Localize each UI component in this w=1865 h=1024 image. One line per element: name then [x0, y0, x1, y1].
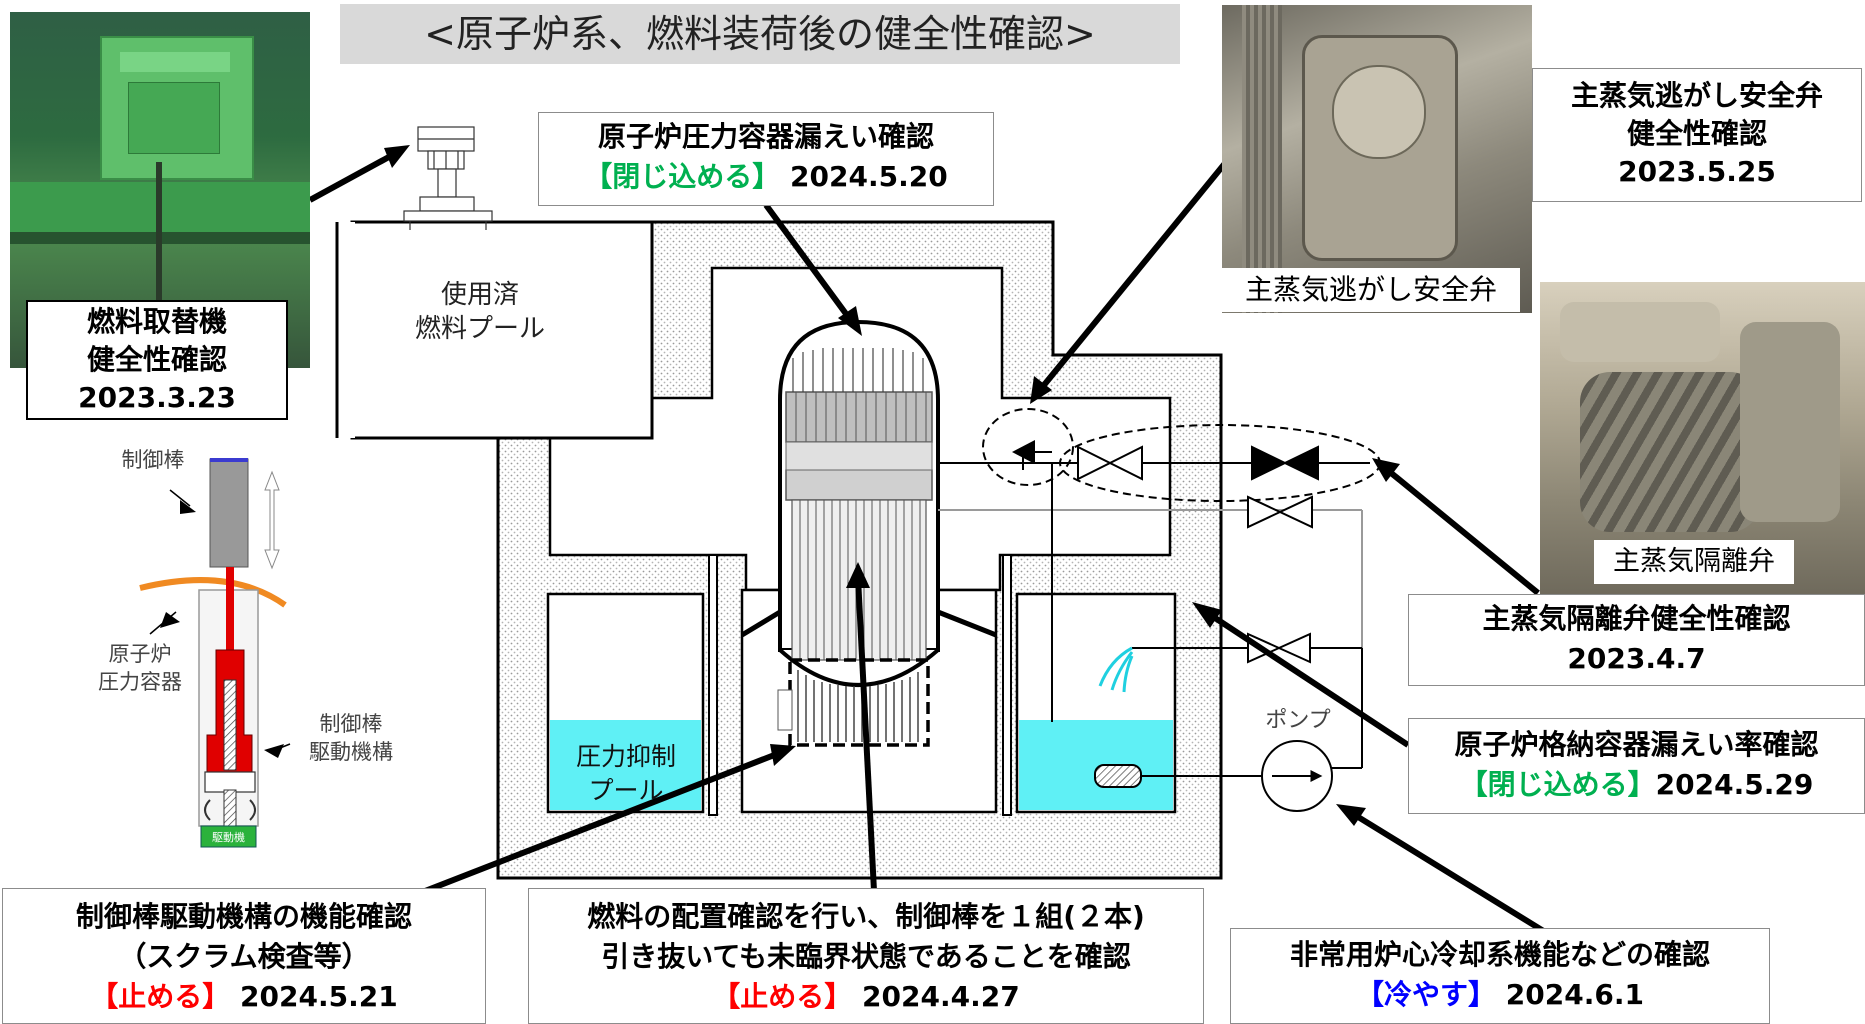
suppression-chamber-left-wall [708, 554, 718, 816]
callout-pcv-leak-line1: 原子炉格納容器漏えい率確認 [1454, 728, 1819, 761]
drive-unit-green [200, 825, 257, 848]
callout-rpv-leak: 原子炉圧力容器漏えい確認 【閉じ込める】 2024.5.20 [538, 112, 994, 206]
callout-pcv-leak-line2: 【閉じ込める】2024.5.29 [1409, 765, 1864, 805]
spent-fuel-pool-label-line2: 燃料プール [414, 314, 545, 344]
rpv-wall-arc [139, 577, 287, 608]
callout-eccs-line1: 非常用炉心冷却系機能などの確認 [1289, 938, 1710, 971]
rpv-detail-label-line1: 原子炉 [108, 642, 172, 666]
callout-fuel-machine: 燃料取替機 健全性確認 2023.3.23 [26, 300, 288, 420]
callout-eccs: 非常用炉心冷却系機能などの確認 【冷やす】 2024.6.1 [1230, 928, 1770, 1024]
callout-fuel-config-line3: 【止める】 2024.4.27 [529, 977, 1203, 1017]
callout-msiv-line1: 主蒸気隔離弁健全性確認 [1482, 602, 1791, 635]
callout-fuel-machine-line2: 健全性確認 [86, 343, 227, 376]
callout-fuel-config-tag: 【止める】 [712, 980, 853, 1013]
msiv-outboard-valve [1251, 445, 1319, 481]
suction-strainer [1094, 764, 1142, 788]
callout-crd-tag: 【止める】 [90, 980, 231, 1013]
callout-rpv-leak-date: 2024.5.20 [790, 160, 948, 193]
rpv-detail-label: 原子炉 圧力容器 [90, 640, 190, 696]
callout-srv-line2: 健全性確認 [1626, 117, 1767, 150]
drive-unit-label: 駆動機 [212, 831, 245, 844]
suppression-pool-label-line1: 圧力抑制 [575, 742, 676, 771]
callout-pcv-leak: 原子炉格納容器漏えい率確認 【閉じ込める】2024.5.29 [1408, 718, 1865, 814]
callout-srv-date: 2023.5.25 [1618, 155, 1776, 188]
callout-fuel-machine-line1: 燃料取替機 [86, 305, 227, 338]
page-title-banner: <原子炉系、燃料装荷後の健全性確認> [340, 4, 1180, 64]
rpv-detail-label-line2: 圧力容器 [98, 670, 182, 694]
callout-msiv: 主蒸気隔離弁健全性確認 2023.4.7 [1408, 594, 1865, 686]
crd-detail-label-line2: 駆動機構 [309, 740, 393, 764]
callout-msiv-date: 2023.4.7 [1567, 642, 1706, 675]
callout-fuel-config-line1: 燃料の配置確認を行い、制御棒を１組(２本) [587, 900, 1145, 933]
callout-fuel-config-line2: 引き抜いても未臨界状態であることを確認 [601, 940, 1131, 973]
callout-eccs-date: 2024.6.1 [1505, 978, 1644, 1011]
control-rod-blade [209, 458, 249, 568]
callout-arrowheads [160, 145, 1400, 826]
suppression-chamber-right-wall [1002, 554, 1012, 816]
callout-srv: 主蒸気逃がし安全弁 健全性確認 2023.5.25 [1532, 68, 1862, 202]
srv-highlight [982, 408, 1074, 486]
callout-rpv-leak-line2: 【閉じ込める】 2024.5.20 [539, 157, 993, 197]
callout-rpv-leak-line1: 原子炉圧力容器漏えい確認 [597, 120, 934, 153]
feedwater-valve [1247, 495, 1313, 529]
callout-crd-date: 2024.5.21 [240, 980, 398, 1013]
pump-label: ポンプ [1265, 708, 1331, 733]
msiv-inboard-valve [1077, 445, 1143, 481]
callout-eccs-tag: 【冷やす】 [1356, 978, 1497, 1011]
spent-fuel-pool-label-line1: 使用済 [440, 280, 519, 310]
msiv-photo-caption: 主蒸気隔離弁 [1594, 540, 1794, 584]
callout-pcv-leak-tag: 【閉じ込める】 [1459, 768, 1656, 801]
srv-photo [1222, 5, 1532, 313]
callout-fuel-config: 燃料の配置確認を行い、制御棒を１組(２本) 引き抜いても未臨界状態であることを確… [528, 888, 1204, 1024]
suppression-pool-right-water [1019, 720, 1173, 810]
crd-detail-label: 制御棒 駆動機構 [296, 710, 406, 766]
fuel-handling-machine-icon [403, 126, 493, 230]
control-rod-label: 制御棒 [121, 448, 185, 472]
steam-dryer [785, 391, 933, 443]
callout-eccs-line2: 【冷やす】 2024.6.1 [1231, 975, 1769, 1015]
page-title: <原子炉系、燃料装荷後の健全性確認> [424, 12, 1096, 56]
callout-crd-line1: 制御棒駆動機構の機能確認 [75, 900, 412, 933]
callout-rpv-leak-tag: 【閉じ込める】 [584, 160, 781, 193]
callout-fuel-config-date: 2024.4.27 [862, 980, 1020, 1013]
eccs-spray [1098, 646, 1134, 693]
callout-arrows [308, 149, 1552, 938]
callout-srv-line1: 主蒸気逃がし安全弁 [1570, 79, 1823, 112]
callout-crd-line2: （スクラム検査等） [118, 940, 370, 973]
callout-fuel-machine-date: 2023.3.23 [78, 381, 236, 414]
eccs-valve [1247, 632, 1311, 664]
srv-photo-caption: 主蒸気逃がし安全弁 [1222, 268, 1520, 312]
callout-crd: 制御棒駆動機構の機能確認 （スクラム検査等） 【止める】 2024.5.21 [2, 888, 486, 1024]
suppression-pool-label: 圧力抑制 プール [555, 740, 697, 808]
callout-crd-line3: 【止める】 2024.5.21 [3, 977, 485, 1017]
suppression-pool-label-line2: プール [588, 776, 664, 805]
crd-detail-label-line1: 制御棒 [319, 712, 383, 736]
callout-pcv-leak-date: 2024.5.29 [1655, 768, 1814, 801]
spent-fuel-pool-label: 使用済 燃料プール [410, 278, 550, 346]
